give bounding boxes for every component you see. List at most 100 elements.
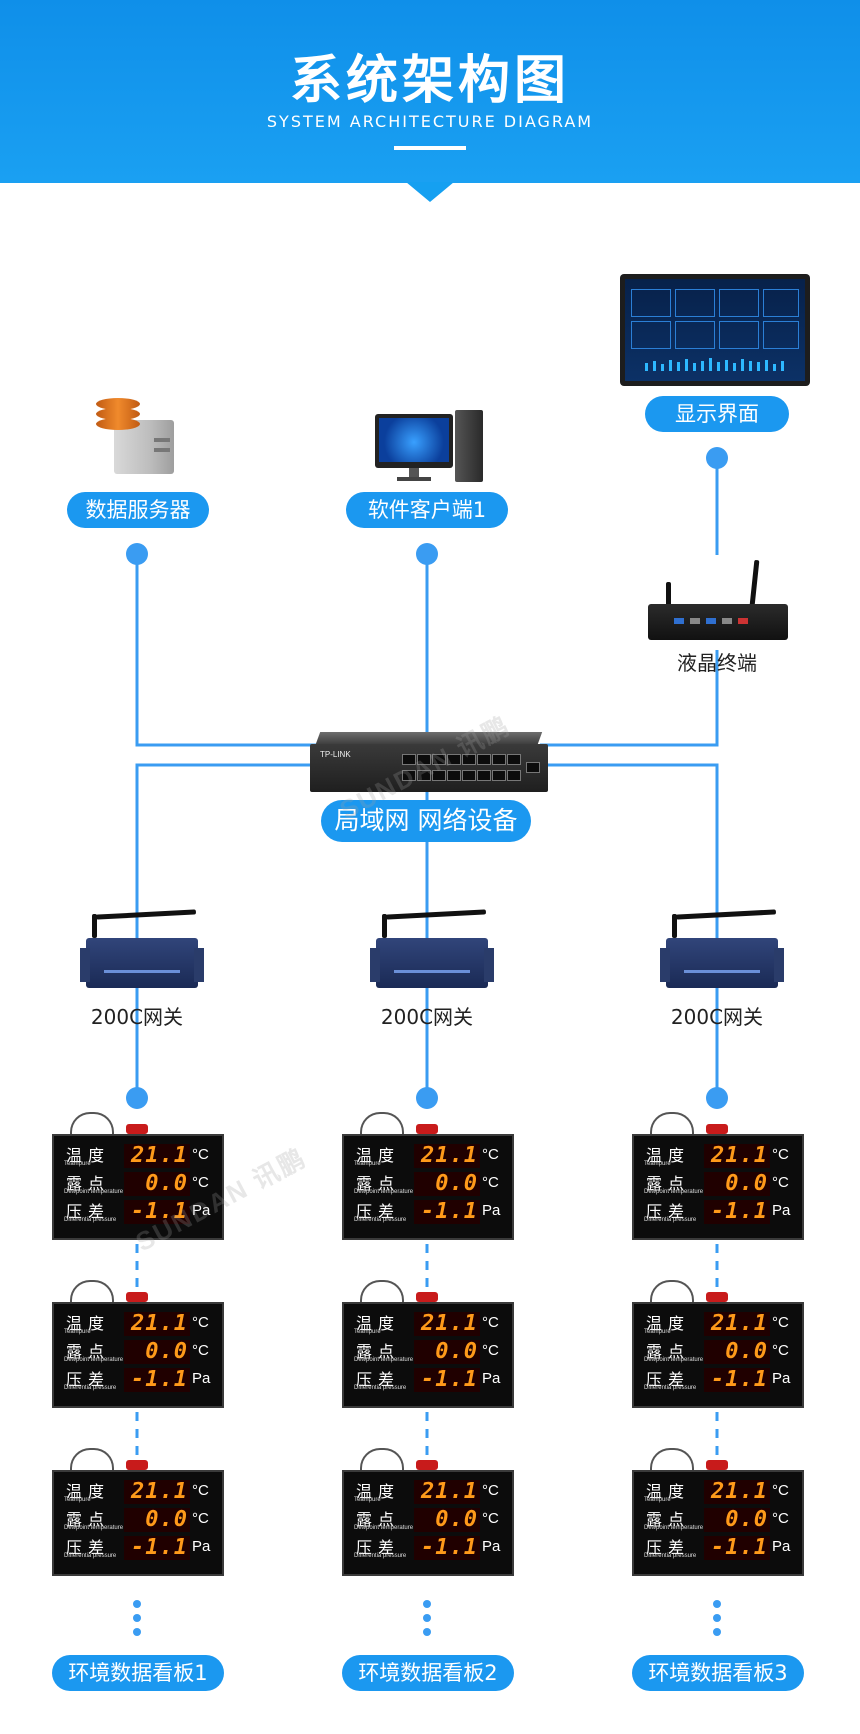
reading-name: 温度	[646, 1314, 691, 1333]
board-3-label: 环境数据看板3	[632, 1655, 804, 1691]
reading-name: 压差	[356, 1538, 401, 1557]
reading-name: 露点	[356, 1174, 401, 1193]
gateway-3-icon	[660, 909, 784, 996]
title-underline	[394, 146, 466, 150]
reading-unit: °C	[192, 1174, 209, 1191]
reading-name: 压差	[646, 1538, 691, 1557]
board-sensor-knob	[416, 1292, 438, 1302]
reading-value: -1.1	[414, 1368, 480, 1392]
lcd-label: 液晶终端	[677, 651, 757, 675]
reading-name-en: Teampure	[644, 1161, 671, 1167]
reading-name-en: Dewpoint temperature	[64, 1357, 124, 1363]
reading-name: 温度	[66, 1146, 111, 1165]
header-banner: 系统架构图 SYSTEM ARCHITECTURE DIAGRAM	[0, 0, 860, 183]
reading-name: 压差	[646, 1370, 691, 1389]
reading-unit: Pa	[772, 1538, 791, 1555]
reading-name-en: Dewpoint temperature	[354, 1525, 414, 1531]
reading-name-en: Teampure	[64, 1161, 91, 1167]
more-dot	[713, 1628, 721, 1636]
reading-value: 0.0	[124, 1340, 190, 1364]
reading-name-en: Differentia pressure	[64, 1385, 117, 1391]
board-sensor-knob	[126, 1292, 148, 1302]
more-dot	[423, 1614, 431, 1622]
reading-value: 0.0	[124, 1508, 190, 1532]
reading-value: 21.1	[124, 1480, 190, 1504]
reading-name-en: Differentia pressure	[354, 1217, 407, 1223]
reading-name: 露点	[646, 1174, 691, 1193]
board-sensor-wire	[70, 1280, 114, 1304]
reading-unit: °C	[482, 1342, 499, 1359]
reading-unit: °C	[192, 1482, 209, 1499]
client-connector-dot	[416, 543, 438, 565]
board-sensor-knob	[126, 1460, 148, 1470]
reading-name-en: Teampure	[354, 1497, 381, 1503]
reading-name: 露点	[66, 1510, 111, 1529]
board-sensor-wire	[650, 1280, 694, 1304]
reading-unit: °C	[772, 1510, 789, 1527]
more-dot	[133, 1614, 141, 1622]
gateway-2-icon	[370, 909, 494, 996]
reading-name-en: Dewpoint temperature	[644, 1357, 704, 1363]
gateway-3-label: 200C网关	[670, 1005, 764, 1029]
gateway-1-label: 200C网关	[90, 1005, 184, 1029]
reading-unit: °C	[482, 1482, 499, 1499]
page-subtitle: SYSTEM ARCHITECTURE DIAGRAM	[266, 112, 594, 131]
board-sensor-wire	[70, 1112, 114, 1136]
board-sensor-knob	[706, 1460, 728, 1470]
reading-name: 压差	[66, 1370, 111, 1389]
reading-unit: °C	[772, 1174, 789, 1191]
reading-value: -1.1	[704, 1368, 770, 1392]
reading-unit: °C	[192, 1146, 209, 1163]
reading-name: 压差	[66, 1538, 111, 1557]
reading-name-en: Differentia pressure	[64, 1217, 117, 1223]
reading-value: 0.0	[704, 1172, 770, 1196]
reading-unit: Pa	[192, 1370, 211, 1387]
reading-value: 21.1	[704, 1480, 770, 1504]
reading-name: 露点	[66, 1174, 111, 1193]
display-screen-icon	[620, 274, 810, 386]
gateway-2-connector-dot	[416, 1087, 438, 1109]
reading-name: 露点	[646, 1342, 691, 1361]
board-sensor-knob	[416, 1460, 438, 1470]
reading-name: 温度	[66, 1314, 111, 1333]
more-dot	[423, 1628, 431, 1636]
reading-name-en: Dewpoint temperature	[64, 1189, 124, 1195]
reading-unit: °C	[772, 1482, 789, 1499]
reading-unit: °C	[772, 1146, 789, 1163]
reading-name: 温度	[356, 1146, 401, 1165]
reading-name: 温度	[356, 1482, 401, 1501]
reading-value: 21.1	[414, 1480, 480, 1504]
reading-name-en: Teampure	[644, 1497, 671, 1503]
reading-value: -1.1	[124, 1368, 190, 1392]
reading-name-en: Dewpoint temperature	[644, 1189, 704, 1195]
reading-unit: °C	[772, 1314, 789, 1331]
board-sensor-knob	[706, 1292, 728, 1302]
gateway-1-icon	[80, 909, 204, 996]
board-sensor-wire	[360, 1112, 404, 1136]
reading-name: 温度	[646, 1146, 691, 1165]
reading-unit: °C	[482, 1314, 499, 1331]
reading-name-en: Dewpoint temperature	[644, 1525, 704, 1531]
reading-name: 压差	[356, 1370, 401, 1389]
reading-name-en: Dewpoint temperature	[64, 1525, 124, 1531]
reading-name-en: Differentia pressure	[354, 1553, 407, 1559]
reading-unit: °C	[482, 1146, 499, 1163]
reading-name-en: Teampure	[354, 1329, 381, 1335]
reading-unit: Pa	[192, 1202, 211, 1219]
network-switch-icon: TP-LINK	[310, 732, 548, 792]
network-label: 局域网 网络设备	[321, 800, 531, 842]
